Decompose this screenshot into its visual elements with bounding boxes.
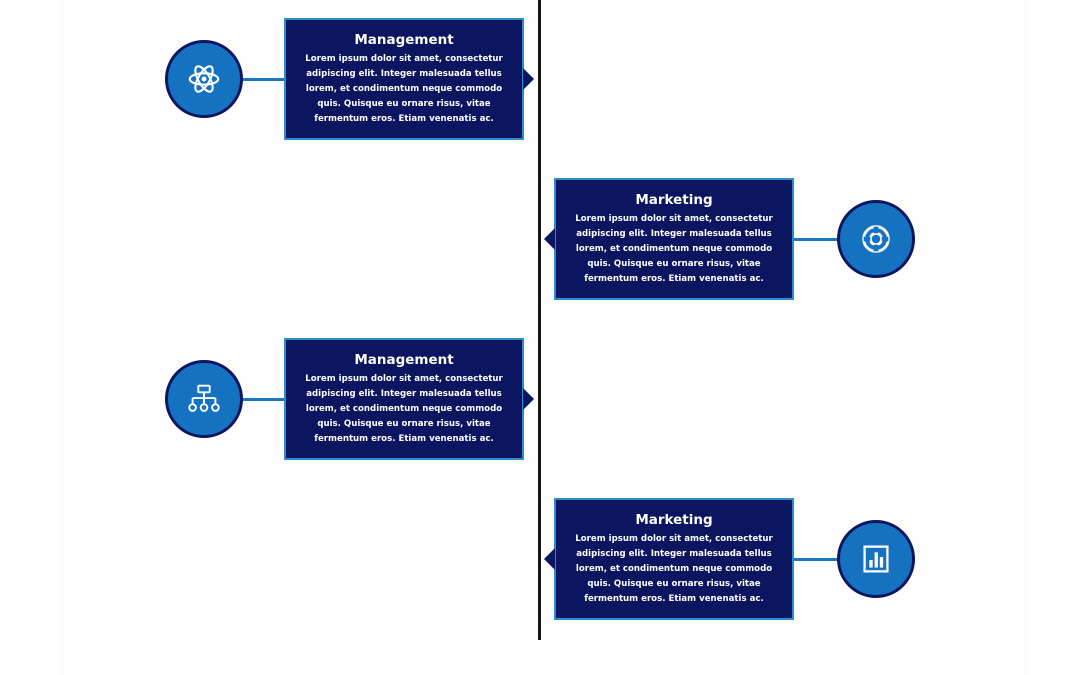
card-pointer — [544, 228, 555, 250]
card-pointer — [523, 388, 534, 410]
timeline-card-1: Management Lorem ipsum dolor sit amet, c… — [284, 18, 534, 140]
card-text: Lorem ipsum dolor sit amet, consectetur … — [575, 214, 773, 284]
bar-chart-icon — [863, 545, 889, 573]
card-text: Lorem ipsum dolor sit amet, consectetur … — [305, 54, 503, 124]
connector-3 — [240, 398, 286, 401]
connector-4 — [794, 558, 840, 561]
connector-1 — [240, 78, 286, 81]
hierarchy-icon — [188, 384, 220, 412]
card-text: Lorem ipsum dolor sit amet, consectetur … — [575, 534, 773, 604]
icon-circle-1 — [165, 40, 243, 118]
timeline-card-4: Marketing Lorem ipsum dolor sit amet, co… — [544, 498, 794, 620]
icon-circle-4 — [837, 520, 915, 598]
atom-icon — [188, 65, 220, 93]
timeline-spine — [538, 0, 541, 640]
timeline-card-2: Marketing Lorem ipsum dolor sit amet, co… — [544, 178, 794, 300]
card-pointer — [523, 68, 534, 90]
card-title: Marketing — [635, 512, 713, 528]
timeline-card-3: Management Lorem ipsum dolor sit amet, c… — [284, 338, 534, 460]
icon-circle-2 — [837, 200, 915, 278]
card-title: Management — [354, 352, 454, 368]
icon-circle-3 — [165, 360, 243, 438]
card-pointer — [544, 548, 555, 570]
card-text: Lorem ipsum dolor sit amet, consectetur … — [305, 374, 503, 444]
card-title: Management — [354, 32, 454, 48]
lifebuoy-icon — [862, 225, 890, 253]
card-title: Marketing — [635, 192, 713, 208]
connector-2 — [794, 238, 840, 241]
